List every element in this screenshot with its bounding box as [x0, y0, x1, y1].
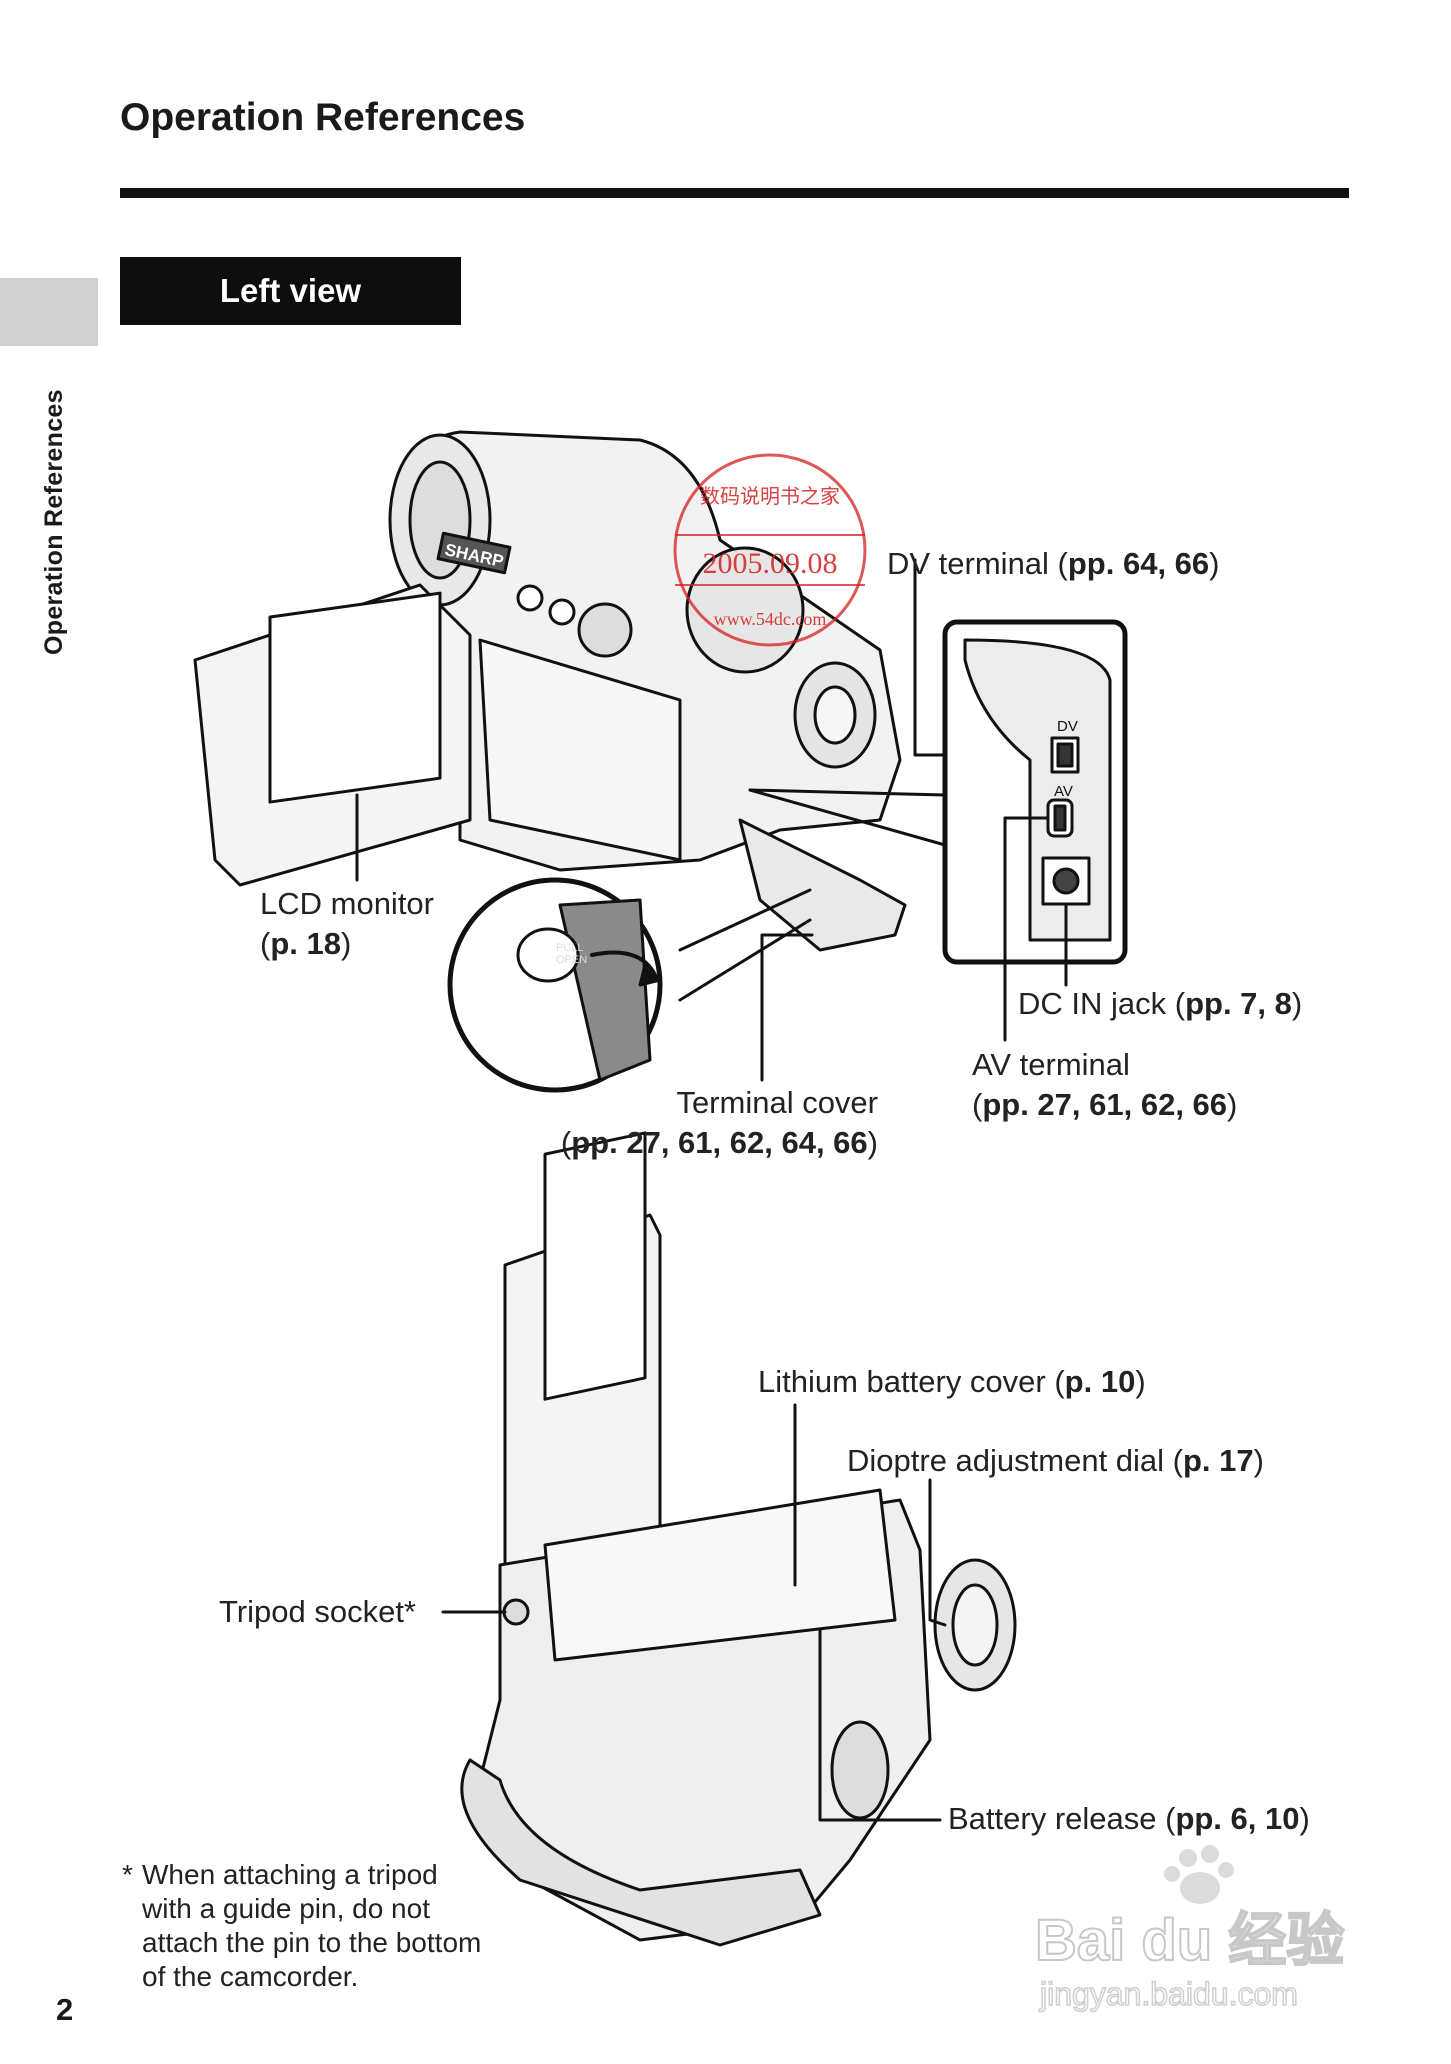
- page-title: Operation References: [120, 96, 526, 139]
- brand-plate: [436, 531, 512, 575]
- stamp-url: www.54dc.com: [714, 609, 827, 629]
- control-button-2: [548, 598, 576, 626]
- bottom-lcd-screen: [543, 1131, 647, 1401]
- title-rule: [120, 188, 1349, 198]
- leader-terminal-cover: [760, 933, 814, 1082]
- terminal-cover-flap: [738, 818, 907, 952]
- label-dc-in-jack: DC IN jack (pp. 7, 8): [1018, 986, 1303, 1021]
- date-stamp: 数码说明书之家 2005.09.08 www.54dc.com: [673, 453, 867, 647]
- watermark-url: jingyan.baidu.com: [1039, 1976, 1298, 2012]
- label-terminal-cover: Terminal cover (pp. 27, 61, 62, 64, 66): [560, 1085, 878, 1160]
- eyecup: [685, 546, 805, 674]
- leader-battery-release: [818, 1628, 942, 1822]
- footnote-marker: *: [122, 1859, 133, 1890]
- leader-dioptre: [928, 1478, 947, 1627]
- leader-av: [1003, 816, 1050, 1042]
- footnote-line: When attaching a tripod: [142, 1859, 438, 1890]
- side-tab: [0, 278, 98, 346]
- footnote-line: of the camcorder.: [142, 1961, 359, 1992]
- inset-av-label: AV: [1054, 783, 1073, 800]
- pull-open-label-1: PULL: [556, 942, 584, 954]
- lcd-screen: [268, 591, 442, 804]
- page-number: 2: [56, 1992, 74, 2027]
- label-battery-release: Battery release (pp. 6, 10): [948, 1801, 1310, 1836]
- section-heading: Left view: [120, 257, 461, 325]
- control-button-1: [516, 584, 544, 612]
- bottom-grip-strap: [460, 1758, 822, 1947]
- stamp-top-text: 数码说明书之家: [700, 484, 840, 508]
- stamp-date: 2005.09.08: [703, 547, 838, 580]
- footnote-line: attach the pin to the bottom: [142, 1927, 482, 1958]
- footnote: * When attaching a tripod with a guide p…: [122, 1858, 481, 1994]
- section-heading-text: Left view: [219, 272, 362, 309]
- label-lithium-battery-cover: Lithium battery cover (p. 10): [758, 1364, 1146, 1399]
- watermark-logo: Bai du 经验: [1035, 1908, 1344, 1973]
- pull-open-label-2: OPEN: [556, 954, 587, 966]
- label-dv-terminal: DV terminal (pp. 64, 66): [887, 546, 1220, 581]
- bottom-battery-release-knob: [830, 1720, 890, 1820]
- label-dioptre-dial: Dioptre adjustment dial (p. 17): [847, 1443, 1264, 1478]
- label-av-terminal: AV terminal (pp. 27, 61, 62, 66): [972, 1047, 1238, 1122]
- tripod-socket-hole: [502, 1598, 530, 1626]
- footnote-line: with a guide pin, do not: [142, 1893, 430, 1924]
- baidu-watermark: Bai du 经验 jingyan.baidu.com: [1034, 1845, 1345, 2013]
- inset-dv-label: DV: [1057, 718, 1078, 735]
- label-lcd-monitor: LCD monitor (p. 18): [260, 886, 434, 961]
- label-tripod-socket: Tripod socket*: [219, 1594, 416, 1629]
- control-joystick: [577, 602, 633, 658]
